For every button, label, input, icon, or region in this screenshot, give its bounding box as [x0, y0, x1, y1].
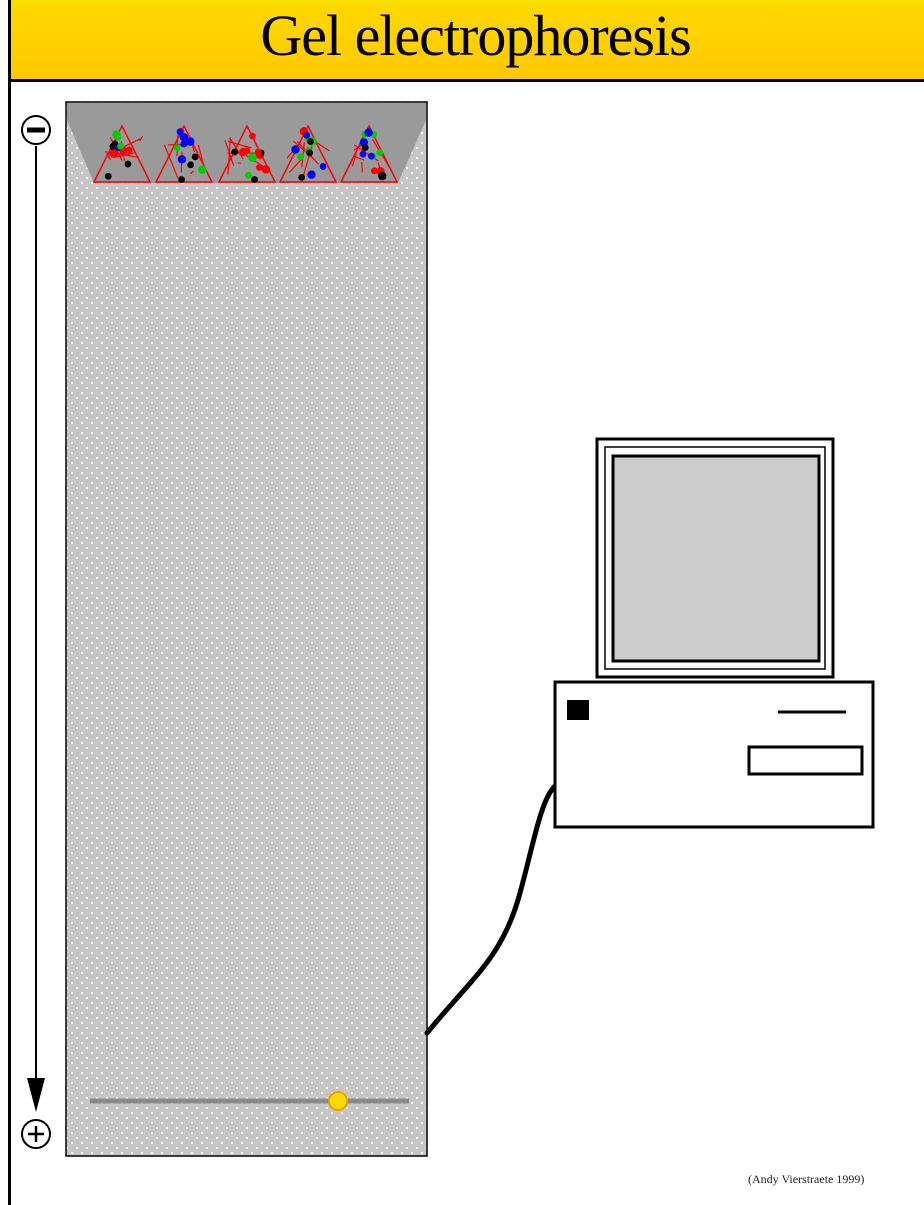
tracking-dye-dot — [329, 1092, 347, 1110]
power-led — [567, 700, 589, 720]
computer-case — [555, 682, 873, 827]
floppy-drive — [749, 747, 862, 774]
power-cable — [427, 786, 555, 1033]
negative-electrode-icon — [22, 116, 50, 144]
monitor-screen — [613, 456, 819, 661]
computer-monitor — [597, 439, 833, 677]
gel-slab — [66, 102, 427, 1156]
positive-electrode-icon — [22, 1120, 50, 1148]
field-arrow-head — [27, 1078, 45, 1112]
credit-text: (Andy Vierstraete 1999) — [748, 1172, 864, 1187]
